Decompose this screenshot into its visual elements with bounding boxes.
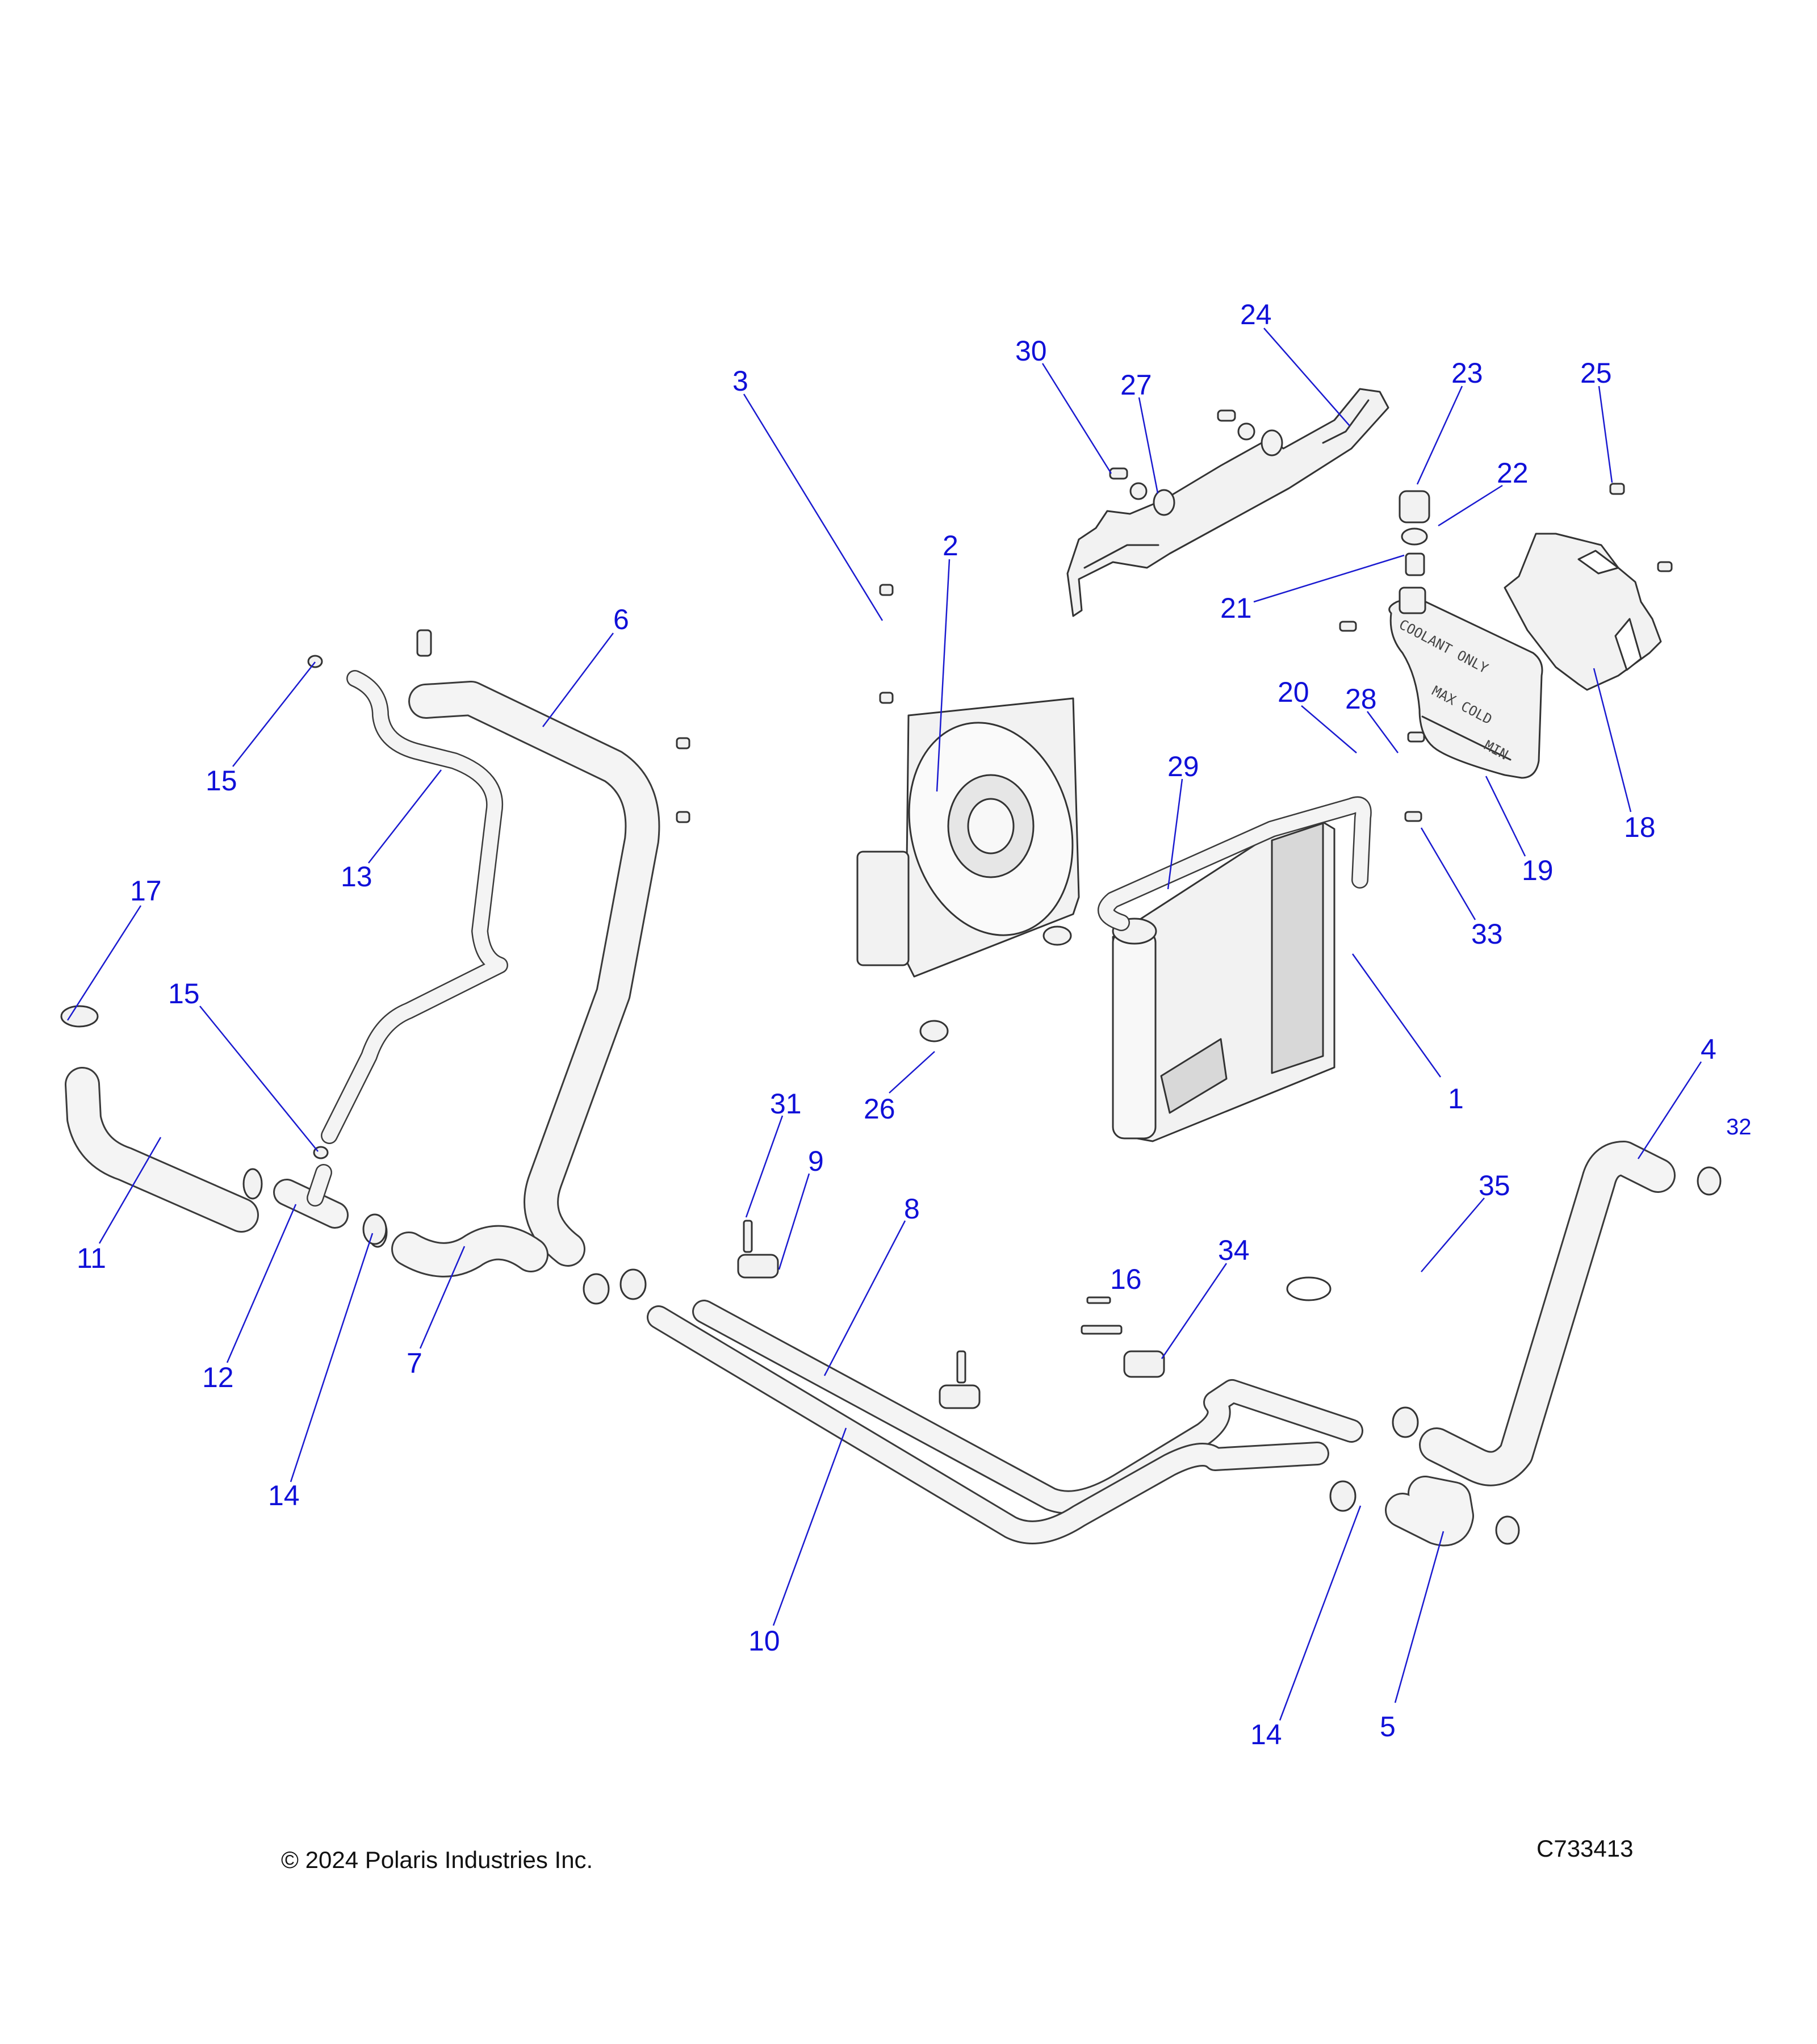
callout-19[interactable]: 19 xyxy=(1522,855,1554,886)
leader-6 xyxy=(542,633,614,727)
leader-lines xyxy=(66,328,1702,1721)
leader-30 xyxy=(1041,363,1112,474)
leader-8 xyxy=(823,1220,906,1376)
radiator-part xyxy=(1112,811,1335,1142)
tubes-8-10-part xyxy=(647,1300,1363,1544)
leader-15b xyxy=(199,1006,319,1152)
leader-25 xyxy=(1598,386,1613,483)
callout-12[interactable]: 12 xyxy=(202,1362,234,1393)
leader-10 xyxy=(772,1427,847,1626)
callout-16[interactable]: 16 xyxy=(1110,1263,1142,1295)
hose-clamp-14-part xyxy=(362,1213,387,1245)
hose-13-part xyxy=(321,670,508,1144)
callout-10[interactable]: 10 xyxy=(748,1625,780,1657)
callout-17[interactable]: 17 xyxy=(130,875,162,907)
tank-bracket-part xyxy=(1504,533,1673,691)
leader-1 xyxy=(1351,953,1442,1078)
leader-14b xyxy=(1279,1505,1362,1721)
callout-15a[interactable]: 15 xyxy=(206,765,237,797)
tee-fitting-part xyxy=(242,629,432,1248)
bracket-hardware xyxy=(1109,409,1283,516)
callout-23[interactable]: 23 xyxy=(1451,357,1483,389)
worm-clamp-17-part xyxy=(60,1005,99,1028)
callout-11[interactable]: 11 xyxy=(77,1242,106,1274)
callout-4[interactable]: 4 xyxy=(1701,1033,1716,1065)
leader-24 xyxy=(1263,328,1350,426)
hose-5-part xyxy=(1329,1476,1520,1547)
hose-4-part xyxy=(1392,1141,1722,1486)
leader-7 xyxy=(419,1246,466,1349)
leader-26 xyxy=(889,1051,935,1094)
callout-13[interactable]: 13 xyxy=(341,861,372,893)
leader-15a xyxy=(232,661,316,767)
callout-24[interactable]: 24 xyxy=(1240,299,1272,330)
leader-13 xyxy=(368,769,442,864)
radiator-bracket-part xyxy=(1066,388,1389,617)
leader-12 xyxy=(226,1204,297,1363)
callout-18[interactable]: 18 xyxy=(1624,811,1656,843)
callout-9[interactable]: 9 xyxy=(808,1145,824,1177)
leader-2 xyxy=(936,559,951,792)
leader-11 xyxy=(98,1137,162,1244)
leader-4 xyxy=(1637,1061,1702,1159)
leader-29 xyxy=(1167,778,1183,890)
leader-31 xyxy=(745,1115,784,1218)
reservoir-cap-parts xyxy=(1399,483,1625,576)
leader-18 xyxy=(1593,668,1632,812)
leader-14a xyxy=(290,1233,374,1482)
leader-9 xyxy=(778,1173,810,1270)
callout-21[interactable]: 21 xyxy=(1220,592,1252,624)
callout-30[interactable]: 30 xyxy=(1015,335,1047,367)
callout-35[interactable]: 35 xyxy=(1479,1170,1510,1201)
leader-19 xyxy=(1485,776,1526,857)
hose-6-part xyxy=(408,681,660,1267)
callout-15b[interactable]: 15 xyxy=(168,978,200,1010)
callout-25[interactable]: 25 xyxy=(1580,357,1612,389)
leader-23 xyxy=(1416,386,1463,485)
callout-6[interactable]: 6 xyxy=(613,604,629,635)
callout-labels: 1 2 3 4 5 6 7 8 9 10 11 12 13 14 14 15 1… xyxy=(77,299,1752,1750)
leader-33 xyxy=(1420,827,1476,920)
leader-35 xyxy=(1421,1197,1485,1272)
fan-assembly-part xyxy=(676,584,1080,978)
callout-1[interactable]: 1 xyxy=(1448,1083,1464,1115)
figure-id: C733413 xyxy=(1537,1835,1634,1862)
callout-31[interactable]: 31 xyxy=(770,1088,802,1120)
callout-8[interactable]: 8 xyxy=(904,1193,920,1225)
leader-21 xyxy=(1253,554,1405,603)
callout-26[interactable]: 26 xyxy=(864,1093,895,1125)
callout-3[interactable]: 3 xyxy=(732,365,748,397)
callout-27[interactable]: 27 xyxy=(1120,369,1152,401)
callout-2[interactable]: 2 xyxy=(943,530,958,562)
callout-22[interactable]: 22 xyxy=(1497,457,1529,489)
leader-27 xyxy=(1138,397,1159,494)
callout-14a[interactable]: 14 xyxy=(268,1480,300,1511)
hose-11-part xyxy=(60,1005,259,1233)
callout-28[interactable]: 28 xyxy=(1345,683,1377,715)
callout-5[interactable]: 5 xyxy=(1380,1711,1396,1743)
copyright-notice: © 2024 Polaris Industries Inc. xyxy=(281,1846,593,1873)
callout-34[interactable]: 34 xyxy=(1218,1234,1250,1266)
overflow-hose-part xyxy=(1098,796,1372,931)
leader-3 xyxy=(743,393,884,621)
callout-20[interactable]: 20 xyxy=(1278,676,1309,708)
hose-7-part xyxy=(391,1225,647,1305)
leader-34 xyxy=(1161,1263,1228,1359)
leader-20 xyxy=(1301,705,1357,753)
leader-5 xyxy=(1394,1531,1445,1703)
callout-33[interactable]: 33 xyxy=(1471,918,1503,950)
tube-clamps-part xyxy=(737,1220,1165,1409)
grommet-part xyxy=(919,1020,949,1042)
callout-32[interactable]: 32 xyxy=(1726,1115,1752,1140)
callout-29[interactable]: 29 xyxy=(1167,751,1199,782)
leader-22 xyxy=(1438,484,1503,527)
callout-14b[interactable]: 14 xyxy=(1250,1719,1282,1750)
leader-17 xyxy=(66,905,142,1021)
leader-28 xyxy=(1366,711,1399,753)
coolant-reservoir-part: COOLANT ONLY MAX COLD MIN xyxy=(1339,587,1543,822)
spring-clamp-part xyxy=(1286,1276,1332,1301)
callout-7[interactable]: 7 xyxy=(407,1347,422,1379)
